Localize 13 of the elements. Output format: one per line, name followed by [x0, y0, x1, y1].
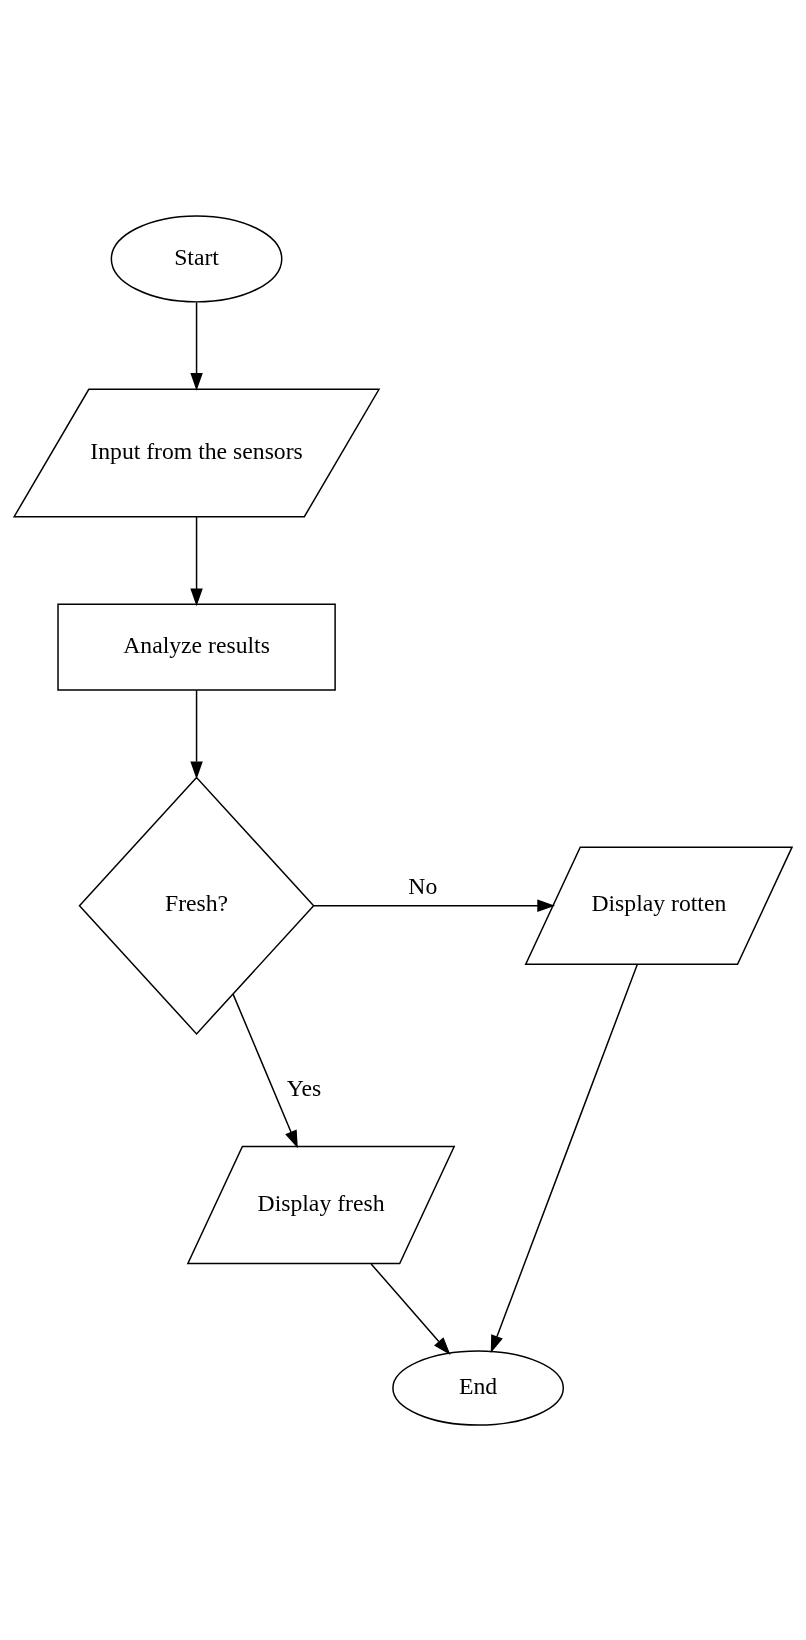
- arrow: [190, 515, 203, 606]
- edge-label: No: [408, 872, 438, 899]
- edge-label: Yes: [286, 1074, 322, 1101]
- arrow: [190, 689, 203, 779]
- arrow: [313, 898, 556, 912]
- node-box: Analyze results: [57, 602, 336, 691]
- node-diamond: Fresh?: [78, 775, 315, 1035]
- arrow: [370, 1262, 451, 1355]
- node-ellipse: Start: [110, 214, 283, 303]
- arrow: [232, 992, 298, 1148]
- arrow: [190, 301, 203, 391]
- node-ellipse: End: [392, 1349, 565, 1426]
- arrow: [490, 963, 638, 1353]
